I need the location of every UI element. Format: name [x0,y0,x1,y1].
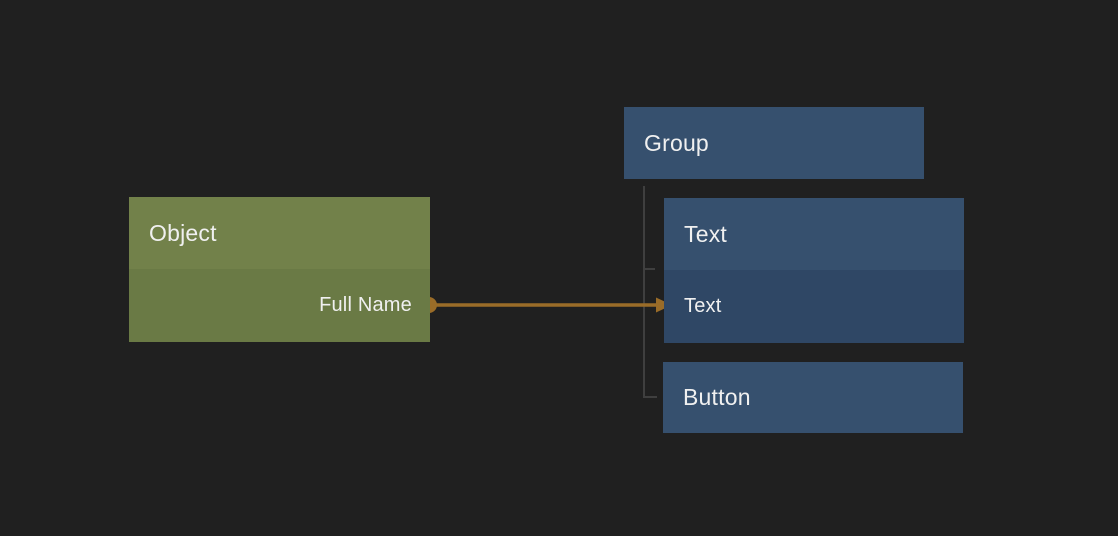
text-node-field-label: Text [684,295,722,317]
button-node-title: Button [683,384,751,410]
text-node-field[interactable]: Text [664,270,964,343]
tree-line-vertical [643,186,645,398]
group-node-title: Group [644,129,709,156]
button-node-header[interactable]: Button [663,362,963,433]
text-node-title: Text [684,220,727,247]
tree-line-stub-button [645,396,657,398]
group-node[interactable]: Group [624,107,924,179]
object-field-label: Full Name [319,294,412,316]
object-node[interactable]: Object Full Name [129,197,430,342]
text-node-header[interactable]: Text [664,198,964,270]
object-node-title: Object [149,219,217,246]
text-node[interactable]: Text Text [664,198,964,343]
object-node-header[interactable]: Object [129,197,430,269]
button-node[interactable]: Button [663,362,963,433]
connection-arrow[interactable] [421,297,672,313]
group-node-header[interactable]: Group [624,107,924,179]
object-field-full-name[interactable]: Full Name [129,269,430,342]
tree-line-stub-text [645,268,655,270]
